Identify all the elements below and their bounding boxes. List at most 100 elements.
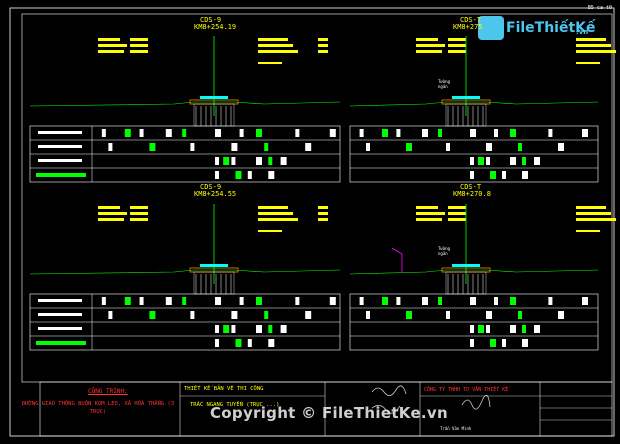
table-cell-mark [247,339,252,347]
row-header [36,341,86,345]
table-cell-mark [396,129,401,137]
project-label: CÔNG TRÌNH: [88,388,128,395]
table-cell-mark [149,143,156,151]
annotation-line [576,230,600,232]
table-cell-mark [382,297,388,305]
table-cell-mark [359,297,364,305]
table-cell-mark [190,143,195,151]
section-tl-code: CDS-9 [200,16,222,24]
annotation-line [98,50,124,53]
table-cell-mark [396,297,401,305]
table-cell-mark [256,297,262,305]
table-cell-mark [422,129,428,137]
table-cell-mark [490,339,496,347]
ground-line [29,101,341,107]
table-cell-mark [522,325,526,333]
table-cell-mark [470,157,474,165]
row-header [38,327,82,330]
signer-name: Trần Văn Minh [440,426,472,431]
annotation-line [448,38,466,41]
table-cell-mark [182,129,187,137]
table-cell-mark [558,143,564,151]
annotation-line [318,50,328,53]
table-cell-mark [548,297,553,305]
annotation-line [318,44,328,47]
table-cell-mark [182,297,187,305]
row-header [38,131,82,134]
table-cell-mark [215,171,219,179]
table-cell-mark [264,311,269,319]
annotation-line [448,212,466,215]
table-cell-mark [502,171,506,179]
table-cell-mark [446,143,450,151]
section-bl-code: CDS-9 [200,183,222,191]
section-bl-km: KM8+254.55 [194,190,237,198]
table-cell-mark [108,143,113,151]
table-cell-mark [101,297,106,305]
table-cell-mark [264,143,269,151]
table-cell-mark [470,325,474,333]
annotation-line [98,44,127,47]
annotation-line [130,38,148,41]
table-cell-mark [149,311,156,319]
row-header [38,313,82,316]
annotation-line [258,50,298,53]
table-cell-mark [518,311,522,319]
table-cell-mark [231,325,236,333]
table-cell-mark [215,339,219,347]
table-cell-mark [486,325,490,333]
table-cell-mark [359,129,364,137]
annotation-line [98,38,120,41]
table-cell-mark [108,311,113,319]
table-cell-mark [329,297,336,305]
section-tl-km: KM8+254.19 [194,23,237,31]
table-cell-mark [438,129,442,137]
section-br-wall-label: Tường ngăn [438,246,451,256]
section-tr-code: CDS-T [460,16,482,24]
table-cell-mark [268,171,275,179]
table-cell-mark [231,143,238,151]
row-header [38,145,82,148]
table-cell-mark [190,311,195,319]
section-tr-wall-label: Tường ngăn [438,79,451,89]
table-cell-mark [235,171,242,179]
annotation-line [258,206,288,209]
section-br-km: KM8+270.8 [453,190,491,198]
table-cell-mark [256,129,262,137]
section-tr-km: KM8+275 [453,23,483,31]
table-cell-mark [268,157,273,165]
table-cell-mark [215,129,221,137]
marker-strip [200,96,228,99]
table-cell-mark [470,297,476,305]
table-cell-mark [215,325,219,333]
annotation-line [416,212,445,215]
marker-strip [452,264,480,267]
table-cell-mark [280,325,287,333]
site-logo: FileThiếtKế .vn [478,16,598,42]
table-cell-mark [486,311,492,319]
table-cell-mark [239,129,244,137]
annotation-line [318,218,328,221]
annotation-line [576,50,616,53]
row-header [36,173,86,177]
table-cell-mark [446,311,450,319]
table-cell-mark [502,339,506,347]
table-cell-mark [366,311,370,319]
table-cell-mark [510,325,516,333]
annotation-line [98,218,124,221]
table-cell-mark [268,339,275,347]
table-cell-mark [247,171,252,179]
table-cell-mark [268,325,273,333]
logo-brand: FileThiếtKế [506,20,596,36]
table-cell-mark [510,129,516,137]
table-cell-mark [295,129,300,137]
table-cell-mark [305,143,312,151]
marker-strip [452,96,480,99]
table-cell-mark [478,157,484,165]
annotation-line [576,212,611,215]
table-cell-mark [486,157,490,165]
marker-strip [200,264,228,267]
ground-line [349,101,599,107]
annotation-line [318,212,328,215]
